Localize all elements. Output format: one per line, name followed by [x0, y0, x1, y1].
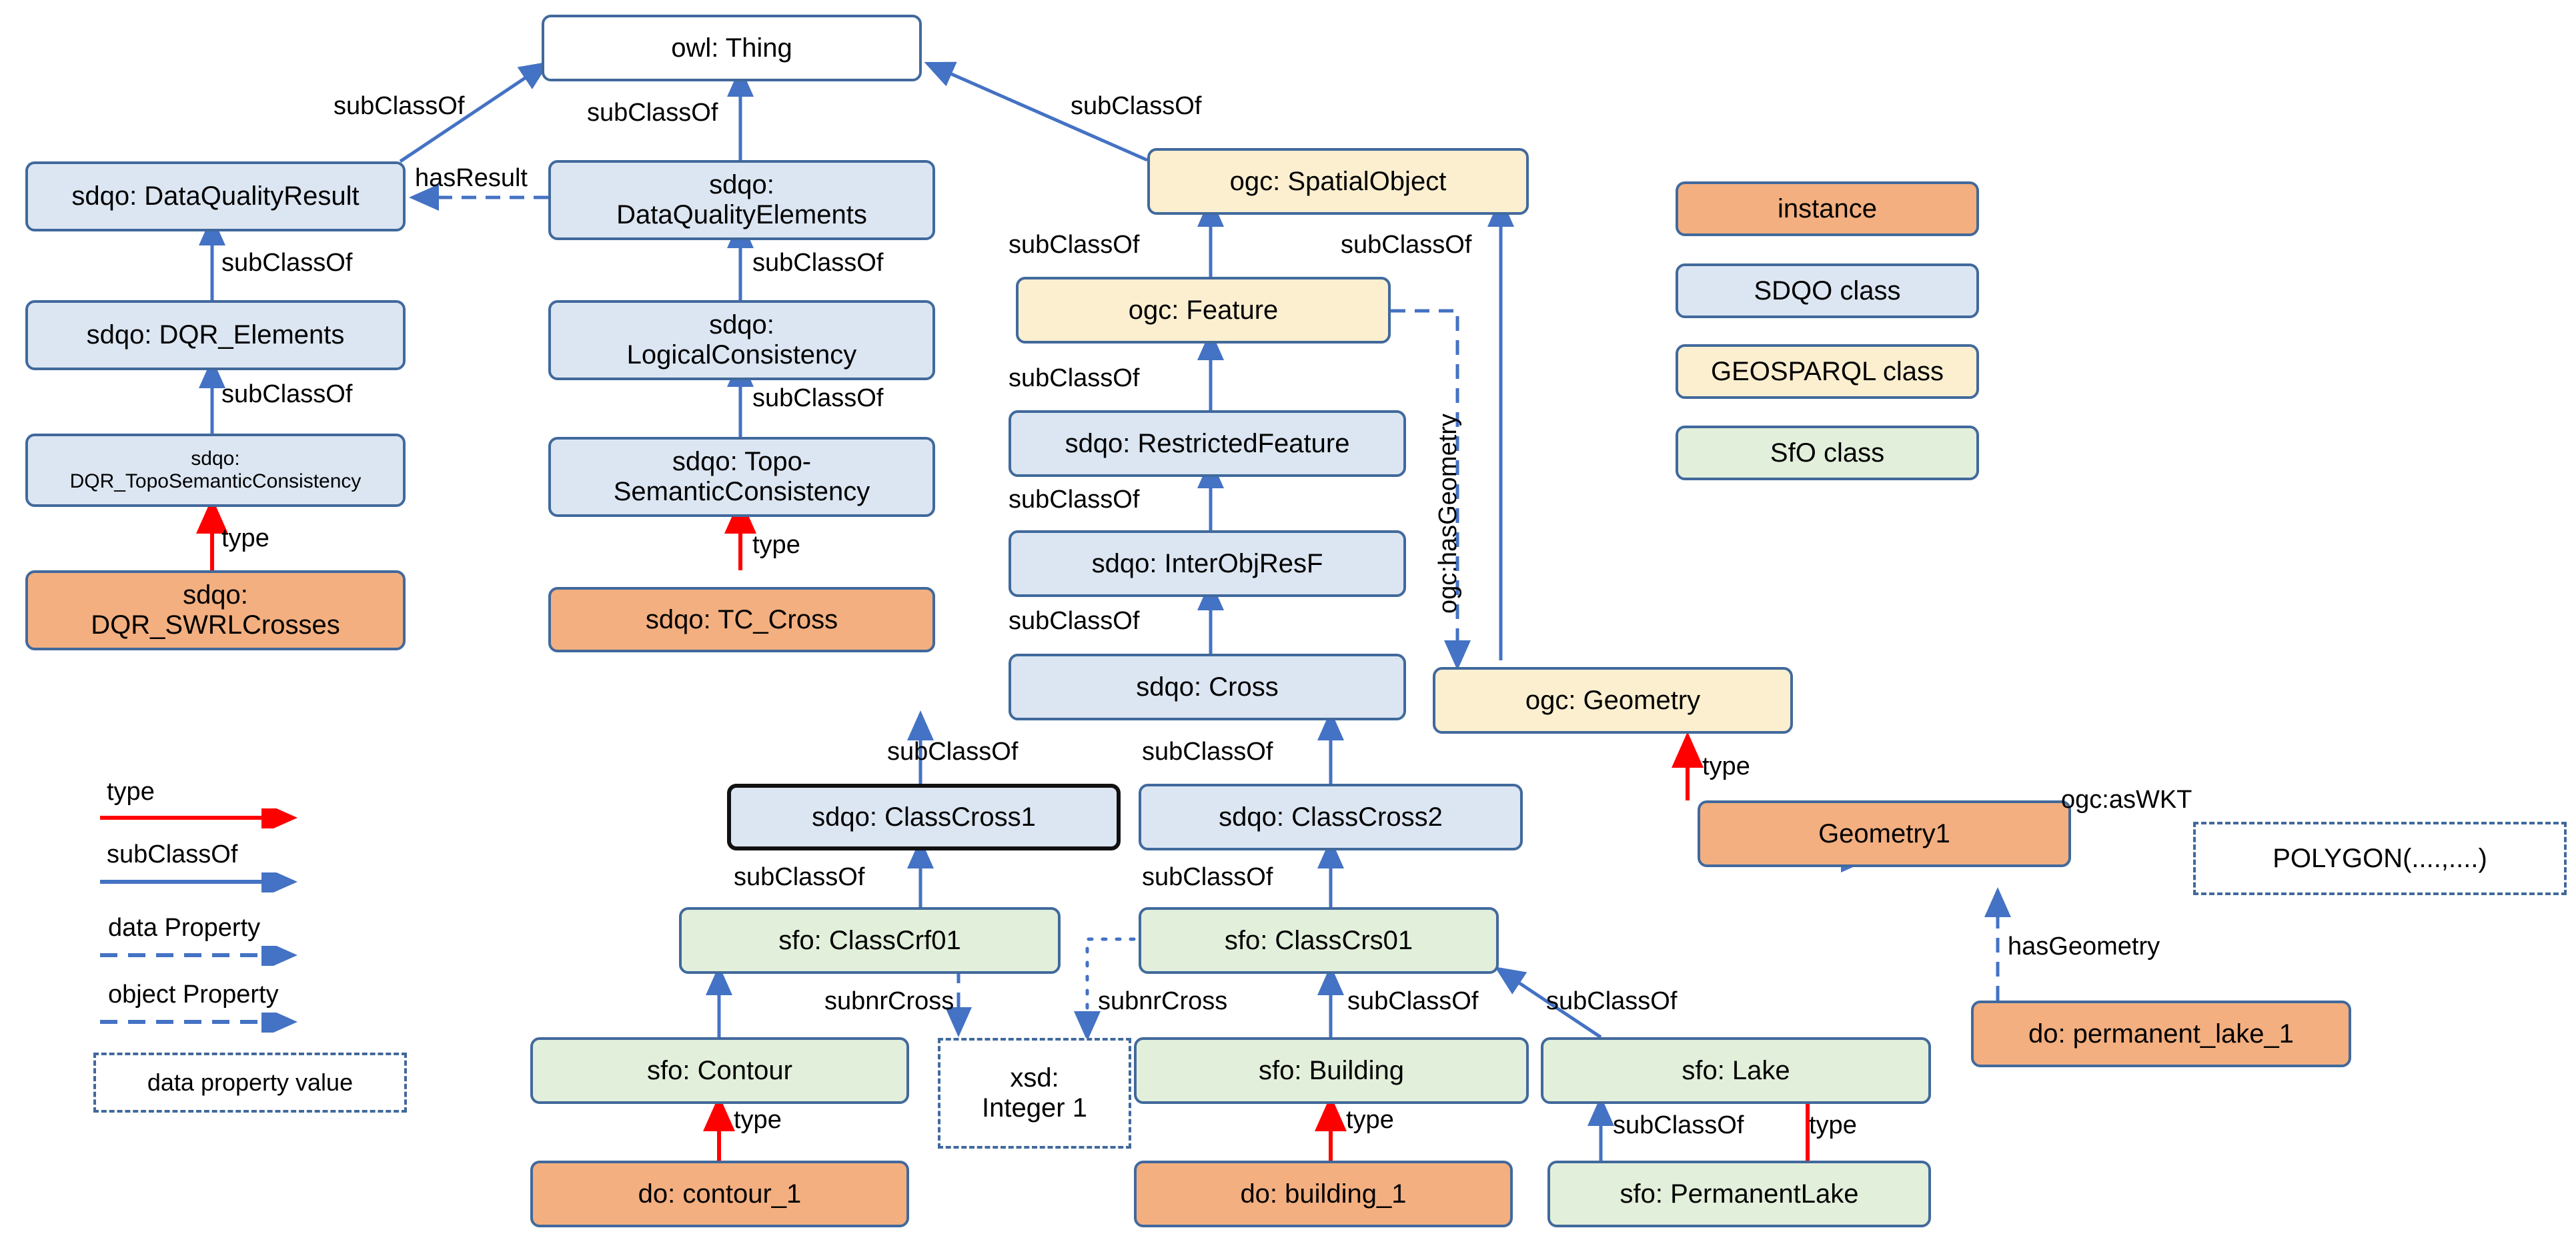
- edge-label-subclassof-restrictedfeature: subClassOf: [1009, 364, 1140, 392]
- legend-color-instance: instance: [1676, 181, 1979, 236]
- legend-edge-arrow-data-property: [100, 946, 297, 966]
- edge-label-subclassof-classcross1: subClassOf: [887, 738, 1019, 766]
- node-owl-thing[interactable]: owl: Thing: [542, 15, 922, 81]
- node-sfo-classcrs01[interactable]: sfo: ClassCrs01: [1139, 907, 1499, 974]
- edge-label-subclassof-permanentlake: subClassOf: [1613, 1111, 1744, 1139]
- node-do-contour-1[interactable]: do: contour_1: [530, 1161, 909, 1227]
- node-sdqo-restrictedfeature[interactable]: sdqo: RestrictedFeature: [1009, 410, 1406, 477]
- node-ogc-feature[interactable]: ogc: Feature: [1016, 277, 1391, 344]
- node-sfo-lake[interactable]: sfo: Lake: [1541, 1037, 1931, 1104]
- node-geometry1[interactable]: Geometry1: [1698, 800, 2071, 867]
- edge-label-hasresult: hasResult: [415, 164, 528, 192]
- node-sfo-contour[interactable]: sfo: Contour: [530, 1037, 909, 1104]
- legend-edge-arrow-type: [100, 808, 297, 828]
- node-do-permanent-lake-1[interactable]: do: permanent_lake_1: [1971, 1001, 2351, 1067]
- edge-label-ogc-hasgeometry: ogc:hasGeometry: [1434, 414, 1462, 614]
- node-sdqo-dqr-swrlcrosses[interactable]: sdqo: DQR_SWRLCrosses: [25, 570, 406, 650]
- edge-label-type-swrlcrosses: type: [221, 524, 269, 552]
- edge-label-subclassof-logicalconsistency: subClassOf: [752, 249, 884, 277]
- legend-edge-arrow-object-property: [100, 1013, 297, 1033]
- node-sfo-classcrf01[interactable]: sfo: ClassCrf01: [679, 907, 1061, 974]
- edge-label-ogc-aswkt: ogc:asWKT: [2061, 786, 2192, 814]
- edge-label-subclassof-classcrs01: subClassOf: [1142, 863, 1273, 891]
- node-sdqo-logicalconsistency[interactable]: sdqo: LogicalConsistency: [548, 300, 935, 380]
- edge-label-type-contour: type: [734, 1106, 782, 1134]
- node-sdqo-tc-cross[interactable]: sdqo: TC_Cross: [548, 587, 935, 652]
- node-sdqo-dqr-toposemanticconsistency[interactable]: sdqo: DQR_TopoSemanticConsistency: [25, 434, 406, 507]
- node-sfo-building[interactable]: sfo: Building: [1134, 1037, 1529, 1104]
- edge-label-subclassof-feature: subClassOf: [1009, 231, 1140, 259]
- legend-color-sfo-class: SfO class: [1676, 426, 1979, 480]
- legend-edge-label-object-property: object Property: [108, 981, 279, 1009]
- edge-label-subclassof-cross: subClassOf: [1009, 607, 1140, 635]
- node-sdqo-dataqualityresult[interactable]: sdqo: DataQualityResult: [25, 161, 406, 231]
- node-sdqo-toposemanticconsistency[interactable]: sdqo: Topo- SemanticConsistency: [548, 437, 935, 517]
- node-xsd-integer-1[interactable]: xsd: Integer 1: [938, 1038, 1131, 1149]
- edge-label-type-tccross: type: [752, 531, 800, 559]
- node-sdqo-dataqualityelements[interactable]: sdqo: DataQualityElements: [548, 160, 935, 240]
- node-sdqo-classcross1[interactable]: sdqo: ClassCross1: [727, 784, 1121, 850]
- legend-color-geosparql-class: GEOSPARQL class: [1676, 344, 1979, 399]
- legend-edge-label-data-property: data Property: [108, 914, 261, 942]
- legend-edge-box-data-property-value: data property value: [93, 1053, 407, 1113]
- edge-label-subclassof-dqrelements: subClassOf: [221, 249, 353, 277]
- edge-label-type-permanentlake: type: [1809, 1111, 1857, 1139]
- edge-label-subclassof-building: subClassOf: [1347, 987, 1479, 1015]
- edge-label-subclassof-spatialobject-thing: subClassOf: [1071, 92, 1202, 120]
- edge-label-type-building: type: [1346, 1106, 1394, 1134]
- node-ogc-geometry[interactable]: ogc: Geometry: [1433, 667, 1793, 734]
- edge-label-type-geometry1: type: [1702, 752, 1750, 780]
- edge-label-subclassof-interobjresf: subClassOf: [1009, 486, 1140, 514]
- edge-label-subnrcross-left: subnrCross: [824, 987, 954, 1015]
- edge-label-subclassof-lake: subClassOf: [1546, 987, 1678, 1015]
- node-sfo-permanentlake[interactable]: sfo: PermanentLake: [1547, 1161, 1931, 1227]
- node-sdqo-interobjresf[interactable]: sdqo: InterObjResF: [1009, 530, 1406, 597]
- edge-label-subclassof-dqr-thing: subClassOf: [334, 92, 465, 120]
- edge-label-subclassof-dqrtoposem: subClassOf: [221, 380, 353, 408]
- node-sdqo-classcross2[interactable]: sdqo: ClassCross2: [1139, 784, 1523, 850]
- edge-label-subclassof-classcrf01: subClassOf: [734, 863, 865, 891]
- edge-label-subclassof-toposemantic: subClassOf: [752, 384, 884, 412]
- legend-edge-label-subclassof: subClassOf: [107, 840, 238, 868]
- node-ogc-spatialobject[interactable]: ogc: SpatialObject: [1147, 148, 1529, 215]
- node-polygon-value[interactable]: POLYGON(....,....): [2193, 822, 2567, 895]
- node-sdqo-cross[interactable]: sdqo: Cross: [1009, 654, 1406, 720]
- edge-label-subclassof-classcross2: subClassOf: [1142, 738, 1273, 766]
- legend-edge-arrow-subclassof: [100, 872, 297, 892]
- edge-label-subnrcross-right: subnrCross: [1098, 987, 1228, 1015]
- edge-label-subclassof-dqe-thing: subClassOf: [587, 99, 718, 127]
- node-sdqo-dqr-elements[interactable]: sdqo: DQR_Elements: [25, 300, 406, 370]
- edge-label-subclassof-geometry: subClassOf: [1341, 231, 1472, 259]
- legend-color-sdqo-class: SDQO class: [1676, 263, 1979, 318]
- legend-edge-label-type: type: [107, 778, 155, 806]
- node-do-building-1[interactable]: do: building_1: [1134, 1161, 1513, 1227]
- edge-label-hasgeometry-instance: hasGeometry: [2008, 932, 2160, 961]
